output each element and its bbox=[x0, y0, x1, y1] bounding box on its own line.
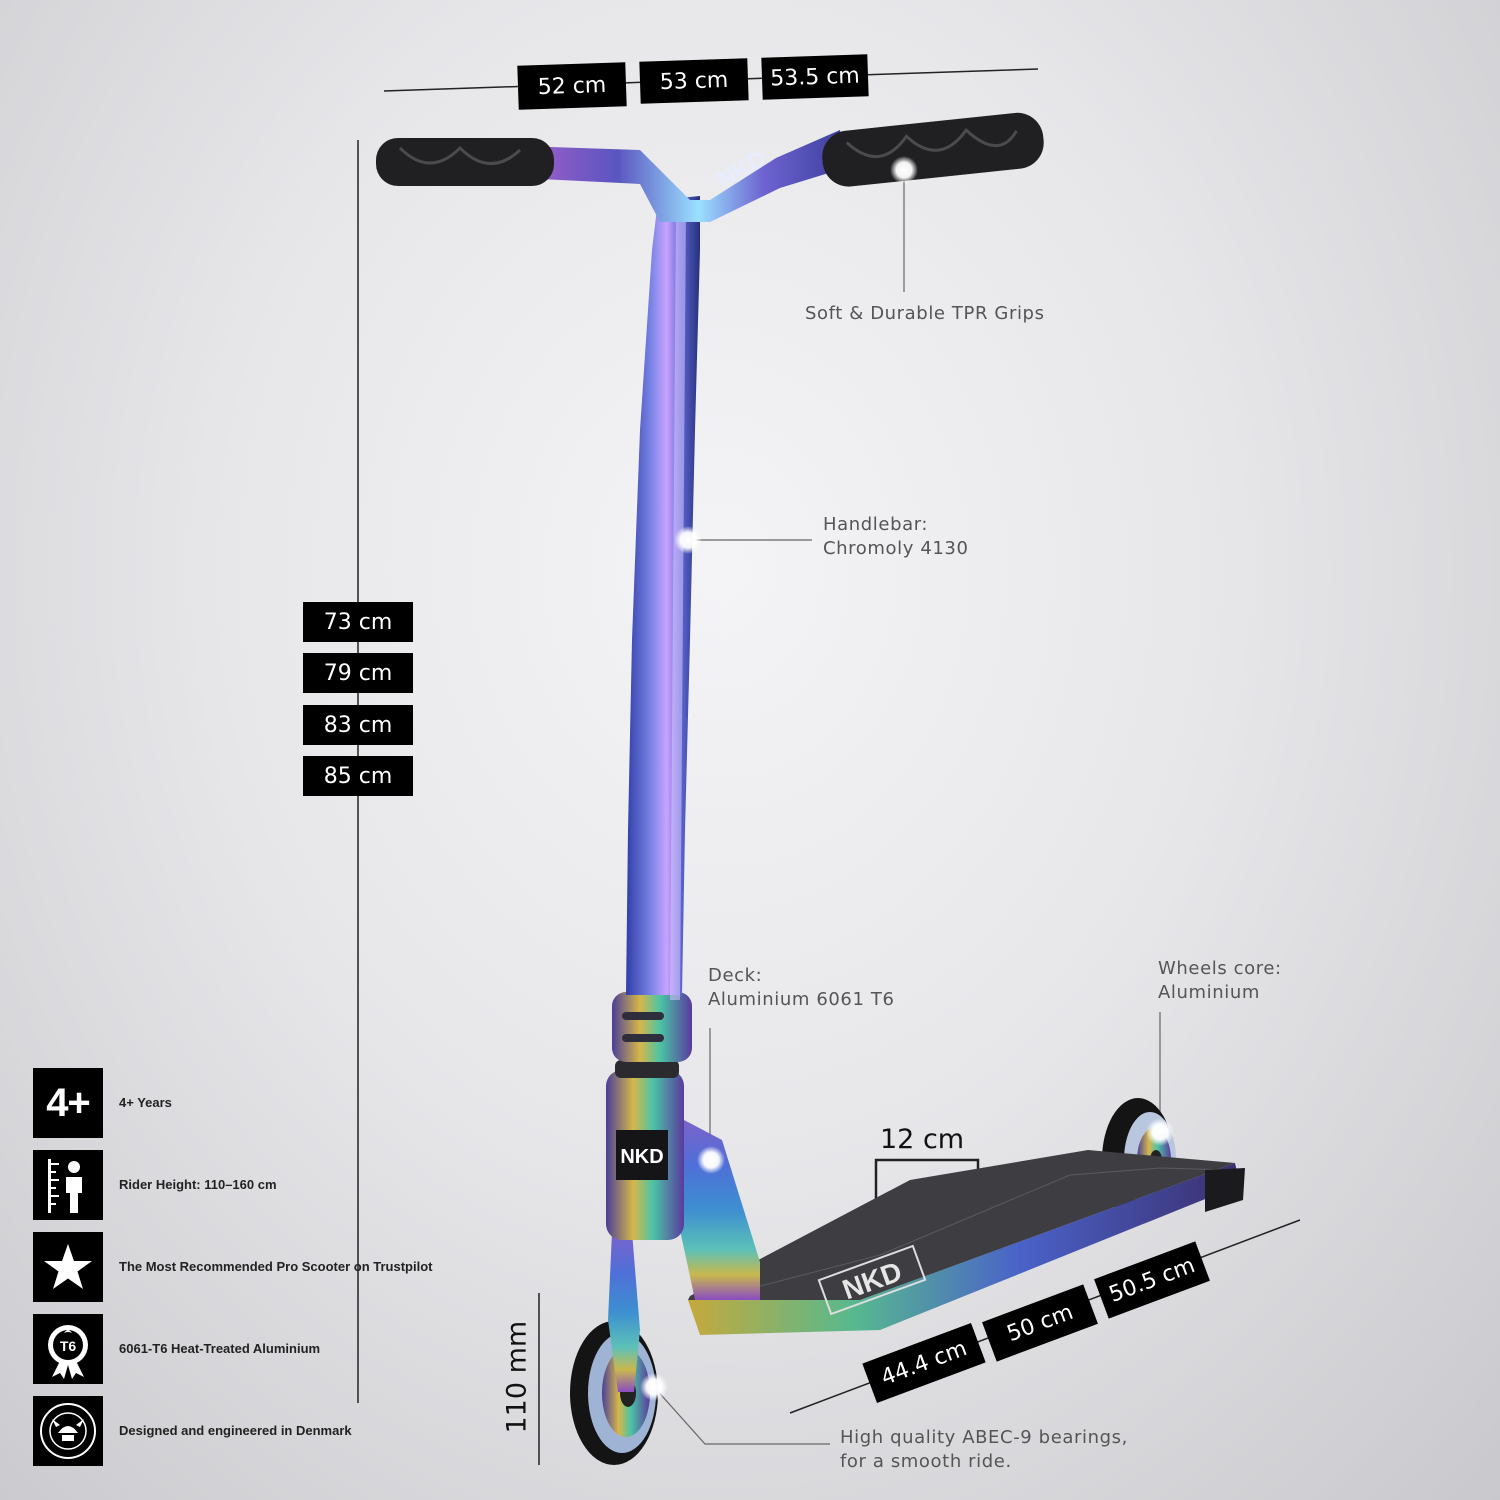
feature-rider-height-label: Rider Height: 110–160 cm bbox=[119, 1177, 277, 1192]
wheel-size-label: 110 mm bbox=[501, 1320, 533, 1434]
t6-badge-glyph: T6 bbox=[60, 1338, 77, 1354]
stem-highlight bbox=[670, 210, 686, 1000]
fork bbox=[608, 1232, 640, 1392]
grips-marker bbox=[890, 156, 918, 184]
t6-badge-icon-graphic: T6 bbox=[48, 1325, 88, 1379]
handlebar-marker bbox=[674, 526, 702, 554]
bearings-callout: High quality ABEC-9 bearings, for a smoo… bbox=[840, 1426, 1128, 1474]
feature-aluminium-label: 6061-T6 Heat-Treated Aluminium bbox=[119, 1341, 321, 1356]
age-icon-glyph: 4+ bbox=[46, 1080, 91, 1125]
neck bbox=[680, 1120, 760, 1300]
bearings-leader-line bbox=[653, 1386, 830, 1445]
handlebar-width-52: 52 cm bbox=[517, 62, 627, 110]
bearings-callout-line1: High quality ABEC-9 bearings, bbox=[840, 1427, 1128, 1448]
t6-badge-icon: T6 bbox=[33, 1314, 103, 1384]
height-85: 85 cm bbox=[303, 756, 413, 796]
right-grip bbox=[822, 112, 1044, 187]
height-73: 73 cm bbox=[303, 602, 413, 642]
deck-callout-title: Deck: bbox=[708, 965, 763, 986]
deck-callout-material: Aluminium 6061 T6 bbox=[708, 989, 895, 1010]
handlebar-bar: NKD bbox=[520, 130, 845, 222]
feature-age-label: 4+ Years bbox=[119, 1095, 172, 1110]
wheels-core-marker bbox=[1146, 1118, 1174, 1146]
handlebar-width-53: 53 cm bbox=[639, 58, 749, 104]
rider-height-icon bbox=[33, 1150, 103, 1220]
deck-width-label: 12 cm bbox=[880, 1124, 965, 1155]
handlebar-callout-title: Handlebar: bbox=[823, 514, 929, 535]
deck: NKD bbox=[688, 1150, 1245, 1335]
handlebar-callout-material: Chromoly 4130 bbox=[823, 538, 969, 559]
wheels-core-callout-material: Aluminium bbox=[1158, 982, 1261, 1003]
deck-marker bbox=[697, 1146, 725, 1174]
age-icon: 4+ bbox=[33, 1068, 103, 1138]
clamp bbox=[612, 992, 692, 1062]
grips-callout: Soft & Durable TPR Grips bbox=[805, 303, 1045, 324]
clamp-logo: NKD bbox=[620, 1146, 663, 1168]
height-79: 79 cm bbox=[303, 653, 413, 693]
deck-callout: Deck: Aluminium 6061 T6 bbox=[708, 964, 895, 1012]
star-icon-graphic bbox=[44, 1244, 92, 1289]
height-83: 83 cm bbox=[303, 705, 413, 745]
feature-trustpilot-label: The Most Recommended Pro Scooter on Trus… bbox=[119, 1259, 433, 1274]
bearings-marker bbox=[640, 1373, 668, 1401]
danish-design-seal-graphic bbox=[40, 1403, 96, 1459]
feature-denmark-label: Designed and engineered in Denmark bbox=[119, 1423, 352, 1438]
wheels-core-callout-title: Wheels core: bbox=[1158, 958, 1282, 979]
rider-height-icon-graphic bbox=[48, 1159, 82, 1213]
star-icon bbox=[33, 1232, 103, 1302]
handlebar-width-53-5: 53.5 cm bbox=[761, 54, 869, 100]
handlebar-callout: Handlebar: Chromoly 4130 bbox=[823, 513, 969, 561]
wheels-core-callout: Wheels core: Aluminium bbox=[1158, 957, 1282, 1005]
danish-design-seal-icon bbox=[33, 1396, 103, 1466]
left-grip bbox=[376, 138, 554, 186]
head-tube: NKD bbox=[606, 1060, 684, 1240]
bearings-callout-line2: for a smooth ride. bbox=[840, 1451, 1012, 1472]
stem-tube bbox=[626, 196, 700, 995]
